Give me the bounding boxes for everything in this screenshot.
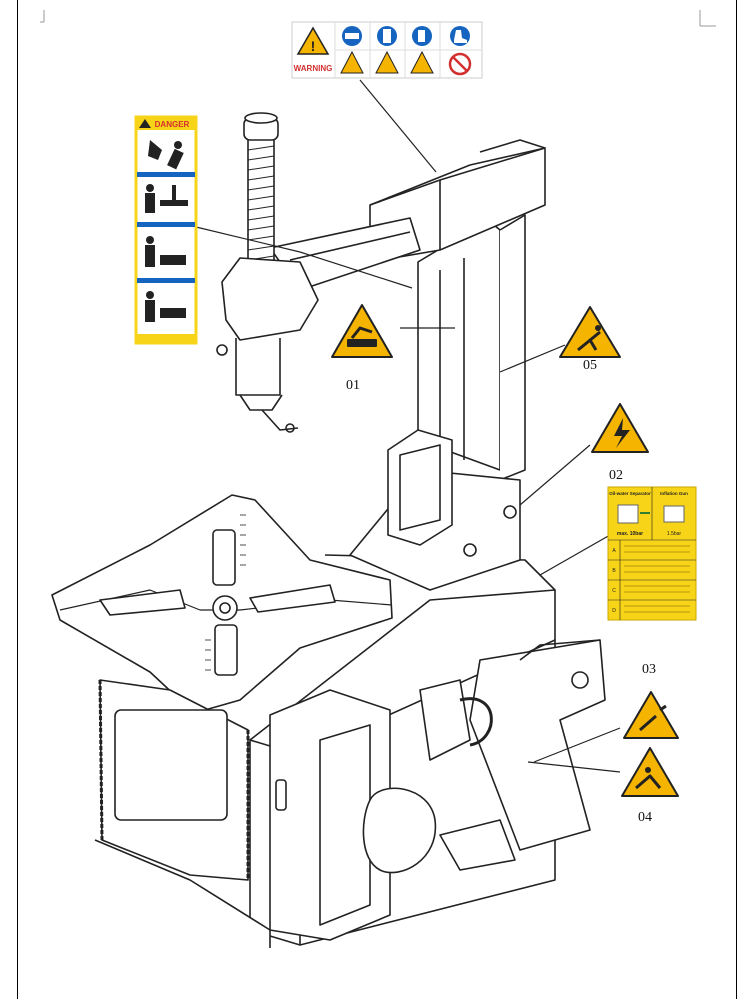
bead-breaker-pad — [362, 787, 437, 874]
slip-hazard-icon — [559, 306, 621, 358]
flying-debris-icon — [410, 50, 434, 74]
clamp-jaw-left — [99, 589, 186, 616]
clamp-jaw-right — [249, 584, 336, 613]
clamp-jaw-top — [212, 529, 236, 586]
page-frame — [17, 0, 737, 999]
svg-text:D: D — [612, 608, 616, 614]
callout-02: 02 — [609, 468, 623, 483]
svg-text:A: A — [612, 548, 616, 554]
warning-triangle-icon — [296, 26, 330, 55]
callout-01: 01 — [346, 378, 360, 393]
svg-text:max. 10bar: max. 10bar — [617, 531, 643, 537]
svg-text:1.5bar: 1.5bar — [667, 531, 682, 537]
svg-text:Inflation Gun: Inflation Gun — [660, 491, 688, 496]
hand-crush-warning-icon — [331, 304, 393, 358]
warning-label: WARNING — [294, 64, 333, 73]
hand-crush-icon — [340, 50, 364, 74]
svg-text:Oil-water Separator: Oil-water Separator — [609, 491, 651, 496]
clamp-jaw-bottom — [214, 624, 238, 676]
danger-title: DANGER — [155, 120, 190, 129]
callout-04: 04 — [638, 810, 652, 825]
actuator-box — [387, 429, 453, 546]
flying-debris-warning-icon — [623, 691, 679, 739]
leader-lines — [195, 79, 621, 773]
side-cover — [269, 689, 391, 941]
foot-pedals — [94, 839, 271, 948]
svg-text:B: B — [612, 568, 616, 574]
pinch-point-icon — [375, 50, 399, 74]
svg-text:!: ! — [311, 38, 316, 54]
svg-text:C: C — [612, 588, 616, 594]
mount-head-housing — [221, 257, 319, 341]
callout-03: 03 — [642, 662, 656, 677]
callout-05: 05 — [583, 358, 597, 373]
